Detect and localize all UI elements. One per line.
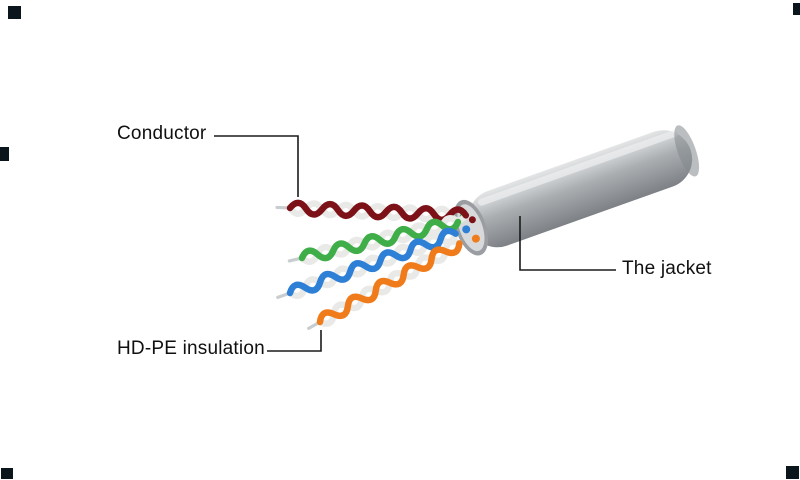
- jacket-body: [468, 130, 693, 248]
- orange-strand: [316, 240, 463, 326]
- twisted-pair-green: [287, 215, 462, 265]
- twisted-pair-brown: [275, 199, 470, 224]
- brown-strand: [286, 199, 470, 224]
- cut-wire-blue: [462, 225, 471, 234]
- corner-artifact-bottom-left: [1, 468, 13, 479]
- hdpe-insulation-label: HD-PE insulation: [117, 338, 265, 359]
- cable-jacket: [453, 125, 700, 256]
- jacket-label: The jacket: [622, 258, 712, 279]
- blue-strand: [286, 227, 459, 297]
- hdpe-pointer-line: [267, 330, 322, 352]
- twisted-pair-orange: [307, 238, 463, 330]
- corner-artifact-top-right: [793, 3, 800, 15]
- cut-wire-brown: [468, 216, 476, 224]
- conductor-pointer-line: [214, 135, 299, 197]
- corner-artifact-bottom-right: [786, 466, 799, 479]
- cut-wire-orange: [471, 234, 480, 243]
- twisted-pair-blue: [276, 227, 459, 300]
- jacket-far-cap: [674, 125, 700, 177]
- conductor-label: Conductor: [117, 123, 207, 144]
- edge-artifact-left: [0, 147, 9, 161]
- corner-artifact-top-left: [8, 6, 21, 19]
- jacket-pointer-line: [519, 216, 616, 271]
- jacket-highlight: [477, 129, 679, 206]
- green-strand: [298, 218, 462, 262]
